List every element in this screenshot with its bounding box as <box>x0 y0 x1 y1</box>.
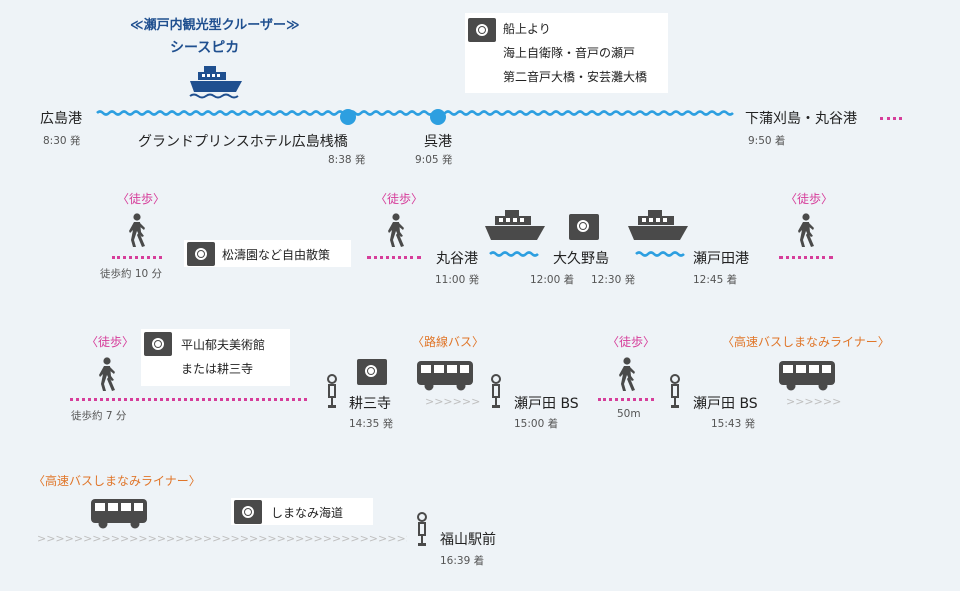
walk-label: 〈徒歩〉 <box>607 335 656 349</box>
bus-route-arrows: >>>>>>>>>>>>>>>>>>>>>>>>>>>>>>>>>>>>>>>>… <box>37 532 407 545</box>
camera-icon <box>468 18 496 42</box>
walk-line <box>779 256 833 259</box>
walk-line <box>70 398 307 401</box>
sight-line: 海上自衛隊・音戸の瀬戸 <box>503 46 636 60</box>
bus-stop-icon <box>670 374 680 408</box>
walk-line <box>598 398 654 401</box>
camera-icon <box>187 242 215 266</box>
sight-text: 平山郁夫美術館 <box>181 338 266 352</box>
walk-label: 〈徒歩〉 <box>375 192 424 206</box>
walk-continue-line <box>880 117 902 120</box>
sight-box: 松濤園など自由散策 <box>184 240 351 267</box>
bus-route-arrows: >>>>>> <box>425 395 481 408</box>
sea-route-segment <box>489 251 539 257</box>
time: 16:39 着 <box>440 555 485 567</box>
sight-text: 松濤園など自由散策 <box>222 248 331 262</box>
bus-stop-icon <box>417 512 427 546</box>
time: 12:30 発 <box>591 274 636 286</box>
ferry-icon <box>485 210 545 240</box>
walk-label: 〈徒歩〉 <box>86 335 135 349</box>
stop-marker <box>340 109 356 125</box>
stop-setoda-bs: 瀬戸田 BS <box>514 396 579 412</box>
time: 15:00 着 <box>514 418 559 430</box>
walking-person-icon <box>129 213 145 247</box>
port-kure: 呉港 <box>424 134 452 150</box>
ferry-icon <box>628 210 688 240</box>
walk-note: 徒歩約 7 分 <box>71 410 127 422</box>
time: 15:43 発 <box>711 418 756 430</box>
cruise-ship-icon <box>189 66 242 99</box>
time: 11:00 発 <box>435 274 480 286</box>
sea-route-segment <box>635 251 685 257</box>
bus-label: 〈路線バス〉 <box>412 335 485 349</box>
walking-person-icon <box>99 357 115 391</box>
camera-icon <box>569 214 599 240</box>
port-hiroshima: 広島港 <box>40 111 82 127</box>
bus-icon <box>417 361 473 391</box>
onboard-sights-box: 船上より 海上自衛隊・音戸の瀬戸 第二音戸大橋・安芸灘大橋 <box>465 13 668 93</box>
walking-person-icon <box>798 213 814 247</box>
sight-text: または耕三寺 <box>181 362 254 376</box>
walk-line <box>112 256 162 259</box>
time: 12:00 着 <box>530 274 575 286</box>
camera-icon <box>144 332 172 356</box>
bus-icon <box>91 499 147 529</box>
cruiser-name: シースピカ <box>170 40 240 56</box>
time: 9:50 着 <box>748 135 786 147</box>
bus-icon <box>779 361 835 391</box>
time: 12:45 着 <box>693 274 738 286</box>
sight-text: しまなみ海道 <box>271 506 344 520</box>
cruiser-title: ≪瀬戸内観光型クルーザー≫ <box>130 18 300 33</box>
port-okunoshima: 大久野島 <box>553 251 609 267</box>
stop-setoda-bs: 瀬戸田 BS <box>693 396 758 412</box>
stop-fukuyama: 福山駅前 <box>440 532 496 548</box>
port-setoda: 瀬戸田港 <box>693 251 749 267</box>
walk-line <box>367 256 421 259</box>
bus-route-arrows: >>>>>> <box>786 395 842 408</box>
sight-line: 第二音戸大橋・安芸灘大橋 <box>503 70 648 84</box>
bus-label: 〈高速バスしまなみライナー〉 <box>722 335 890 349</box>
port-grand-prince: グランドプリンスホテル広島桟橋 <box>138 134 348 150</box>
bus-stop-icon <box>327 374 337 408</box>
time: 9:05 発 <box>415 154 453 166</box>
time: 14:35 発 <box>349 418 394 430</box>
sight-line: 船上より <box>503 22 551 36</box>
bus-label: 〈高速バスしまなみライナー〉 <box>33 474 201 488</box>
sea-route-line <box>96 110 734 116</box>
sight-box: 平山郁夫美術館 または耕三寺 <box>141 329 290 386</box>
walk-note: 50m <box>617 408 641 420</box>
time: 8:38 発 <box>328 154 366 166</box>
walk-label: 〈徒歩〉 <box>117 192 166 206</box>
port-maruya: 丸谷港 <box>436 251 478 267</box>
port-maruya: 下蒲刈島・丸谷港 <box>745 111 857 127</box>
camera-icon <box>357 359 387 385</box>
walking-person-icon <box>619 357 635 391</box>
walking-person-icon <box>388 213 404 247</box>
stop-kosanji: 耕三寺 <box>349 396 391 412</box>
walk-label: 〈徒歩〉 <box>785 192 834 206</box>
bus-stop-icon <box>491 374 501 408</box>
walk-note: 徒歩約 10 分 <box>100 268 163 280</box>
sight-box: しまなみ海道 <box>231 498 373 525</box>
camera-icon <box>234 500 262 524</box>
stop-marker <box>430 109 446 125</box>
time: 8:30 発 <box>43 135 81 147</box>
